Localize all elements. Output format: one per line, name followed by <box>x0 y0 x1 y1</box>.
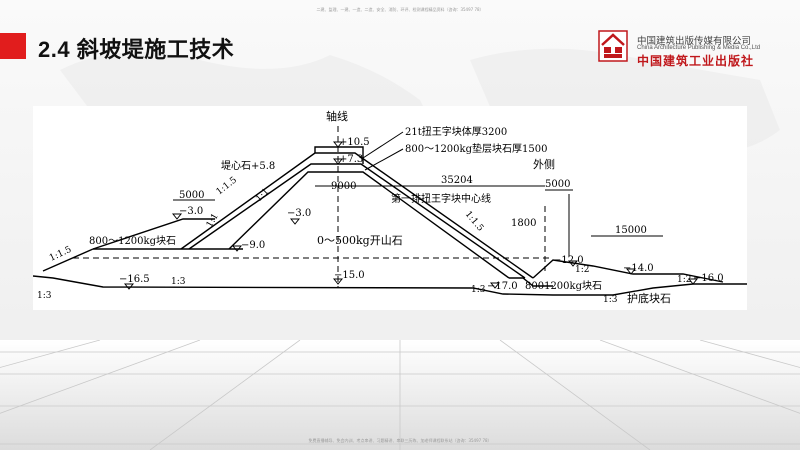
watermark-bottom: 免费直播辅导、免会内训、考点串讲、习题精讲、串联三历练、加老师课程联系站（咨询：… <box>308 438 492 443</box>
dim-5000-left-label: 5000 <box>179 190 204 201</box>
elev-m3-mid-label: −3.0 <box>287 208 311 219</box>
left-toe <box>42 248 94 272</box>
toe-stone-label: 护底块石 <box>627 291 671 305</box>
axis-label: 轴线 <box>326 109 348 123</box>
armor-outline <box>180 152 534 279</box>
slope-label-h: 1:3 <box>171 277 186 287</box>
elev-m3-left-label: −3.0 <box>179 206 203 217</box>
cushion-layer-label: 800～1200kg垫层块石厚1500 <box>405 142 547 155</box>
right-toe-block <box>509 277 553 287</box>
slope-label-a: 1:1.5 <box>215 175 240 197</box>
elev-m14-label: −14.0 <box>623 263 654 274</box>
block-stone-left-label: 800～1200kg块石 <box>89 235 176 247</box>
elev-m9-label: −9.0 <box>241 240 265 251</box>
elev-marker <box>567 260 579 267</box>
slope-label-e: 1:1.5 <box>48 245 73 264</box>
core-outline <box>228 171 510 279</box>
leader-cushion <box>364 148 404 171</box>
elev-m12-label: −12.0 <box>553 255 584 266</box>
right-toe <box>532 259 724 283</box>
breakwater-cross-section-diagram: 轴线 +10.5 +7.3 21t扭王字块体厚3200 800～1200kg垫层… <box>33 106 747 310</box>
crown-wall <box>314 146 364 164</box>
elev-marker <box>489 282 501 289</box>
elev-m16-right-label: −16.0 <box>693 273 724 284</box>
slope-label-j: 1:3 <box>471 285 486 295</box>
publisher-logo-icon <box>598 30 628 62</box>
slope-label-i: 1:3 <box>37 291 52 301</box>
elev-m15-label: −15.0 <box>334 270 365 281</box>
outer-side-label: 外侧 <box>533 158 555 171</box>
block-layer-label: 21t扭王字块体厚3200 <box>405 125 507 138</box>
core-stone-label: 堤心石+5.8 <box>221 160 275 172</box>
elev-marker <box>289 218 301 225</box>
quarry-stone-label: 0～500kg开山石 <box>317 234 403 247</box>
first-row-center-label: 第一排扭王字块中心线 <box>391 192 491 205</box>
slope-label-c: 1:1 <box>205 212 221 230</box>
crest-elev2-label: +7.3 <box>339 154 363 165</box>
armor-inner-outline <box>188 163 526 279</box>
page-title: 2.4 斜坡堤施工技术 <box>38 37 235 62</box>
elev-m17-label: −17.0 <box>487 281 518 292</box>
slope-label-k: 1:3 <box>603 295 618 305</box>
publisher-name-calligraphy: 中国建筑工业出版社 <box>637 54 755 68</box>
title-accent-bar <box>0 33 26 59</box>
elev-m16-left-label: −16.5 <box>119 274 150 285</box>
watermark-top: 二建、监理、一建、一造、二造、安全、消防、环评、检测课程精品资料（咨询：3549… <box>316 7 484 12</box>
dim-35204-label: 35204 <box>441 175 473 186</box>
floor-grid <box>0 340 800 450</box>
elev-marker <box>171 213 183 220</box>
elev-marker <box>231 245 243 252</box>
publisher-name-en: China Architecture Publishing & Media Co… <box>637 45 761 51</box>
elev-marker <box>332 158 344 165</box>
slope-label-d: 1:1.5 <box>463 210 486 234</box>
slope-label-f: 1:2 <box>575 265 589 275</box>
width-9000-label: 9000 <box>331 181 356 192</box>
publisher-name-cn: 中国建筑出版传媒有限公司 <box>637 36 752 47</box>
dim-1800-label: 1800 <box>511 218 536 229</box>
leader-block-layer <box>362 131 404 159</box>
elev-marker <box>123 283 135 290</box>
seabed-line <box>33 275 747 296</box>
dim-15000-label: 15000 <box>615 225 647 236</box>
dim-5000-right-label: 5000 <box>545 179 570 190</box>
elev-marker <box>625 268 637 275</box>
left-berm <box>92 218 215 250</box>
elev-marker <box>332 141 344 148</box>
elev-marker <box>687 278 699 285</box>
crest-elev-label: +10.5 <box>339 137 370 148</box>
slope-label-g: 1:2 <box>677 275 691 285</box>
block-stone-right-label: 8001200kg块石 <box>525 280 602 292</box>
elev-marker <box>332 278 344 285</box>
